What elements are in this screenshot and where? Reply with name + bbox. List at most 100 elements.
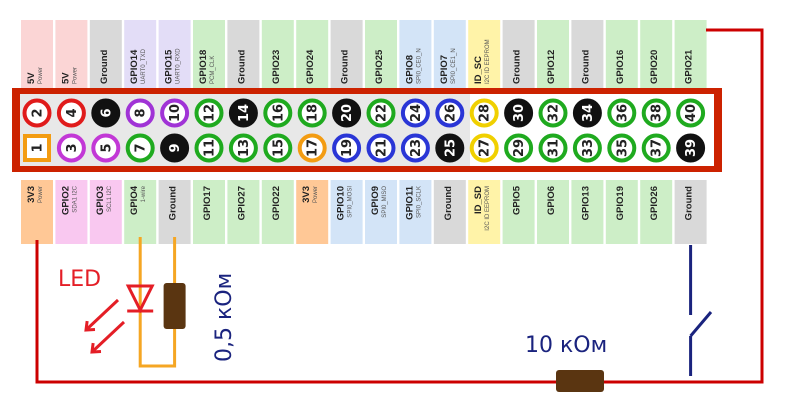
resistor-led-value: 0,5 кОм [212,273,237,362]
pin-label-40: GPIO21 [684,49,695,84]
resistor-pullup [556,370,604,392]
pin-number-10: 10 [168,104,183,122]
pin-label-26: GPIO7 [439,55,450,84]
pin-7 [125,133,155,163]
pin-label-11: GPIO17 [202,186,213,220]
pin-number-31: 31 [547,139,562,157]
pin-label-30: Ground [512,50,523,84]
pin-8 [125,98,155,128]
pin-label-35: GPIO19 [615,186,626,220]
pin-35 [607,133,637,163]
pin-34 [572,98,602,128]
pin-label-1: 3V3 [26,186,37,203]
pin-label-5: GPIO3 [95,186,106,215]
pin-number-34: 34 [581,104,596,122]
pin-sublabel-10: UART0_RXD [176,48,182,84]
switch-lever [689,311,713,337]
top-label-box-36 [605,20,638,90]
pin-number-2: 2 [31,108,46,117]
top-label-box-8 [124,20,157,90]
pin-number-38: 38 [650,104,665,122]
pin-number-5: 5 [99,143,114,152]
pin-9 [160,133,190,163]
bottom-label-box-37 [640,180,673,244]
pin-number-15: 15 [271,139,286,157]
pin-label-16: GPIO23 [271,50,282,84]
pin-sublabel-21: SPI0_MISO [382,186,388,218]
bottom-label-box-27 [468,180,501,244]
bottom-label-box-5 [89,180,122,244]
pin-29 [504,133,534,163]
pin-number-1: 1 [31,143,46,152]
pin-label-12: GPIO18 [198,50,209,84]
pin-number-26: 26 [443,104,458,122]
pin-sublabel-26: SPI0_CE1_N [451,48,457,84]
pin-sublabel-2: Power [38,67,44,84]
pin-label-22: GPIO25 [374,49,385,84]
pin-15 [263,133,293,163]
bottom-label-box-31 [537,180,569,244]
pin-number-21: 21 [375,139,390,157]
pin-label-38: GPIO20 [649,50,660,84]
pin-label-21: GPIO9 [370,186,381,215]
pin-24 [400,98,430,128]
bottom-label-box-1 [21,180,53,244]
light-arrow-1-head [84,320,96,332]
pin-label-25: Ground [443,186,454,220]
pin-38 [641,98,671,128]
top-label-box-38 [640,20,673,90]
pin-label-7: GPIO4 [129,185,140,215]
pin-10 [160,98,190,128]
pin-label-33: GPIO13 [580,186,591,220]
top-label-box-28 [468,20,501,90]
pin-sublabel-19: SPI0_MOSI [348,186,354,218]
pin-number-36: 36 [615,104,630,122]
pin-22 [366,98,396,128]
pin-1 [23,134,51,162]
pin-sublabel-24: SPI0_CE0_N [416,48,422,84]
pin-number-22: 22 [375,104,390,122]
bottom-label-box-25 [433,180,466,244]
pin-label-17: 3V3 [301,186,312,203]
pin-number-29: 29 [512,139,527,157]
pin-label-28: ID_SC [473,56,484,84]
bottom-label-box-17 [296,180,329,244]
pin-number-17: 17 [306,139,321,157]
pin-sublabel-8: UART0_TXD [141,48,147,84]
top-label-box-12 [193,20,225,90]
pin-number-20: 20 [340,104,355,122]
top-label-box-2 [21,20,53,90]
top-label-box-34 [571,20,604,90]
top-label-box-18 [296,20,329,90]
pin-sublabel-7: 1-wire [141,185,147,202]
annotations: LED 0,5 кОм 10 кОм [58,267,607,362]
pin-sublabel-28: I2C ID EEPROM [485,39,491,84]
pin-label-31: GPIO6 [546,186,557,215]
pin-2 [22,98,52,128]
pin-28 [469,98,499,128]
pin-33 [572,133,602,163]
bottom-label-box-13 [227,180,260,244]
pin-sublabel-12: PCM_CLK [210,56,216,84]
pin-25 [435,133,465,163]
pin-36 [607,98,637,128]
top-label-box-24 [399,20,432,90]
top-label-box-10 [158,20,191,90]
pin-27 [469,133,499,163]
pin-31 [538,133,568,163]
bottom-label-box-19 [330,180,363,244]
pin-number-28: 28 [478,104,493,122]
pin-21 [366,133,396,163]
pin-label-13: GPIO27 [236,186,247,220]
led-label: LED [58,267,101,292]
pin-number-3: 3 [65,143,80,152]
pin-39 [676,133,706,163]
pin-13 [228,133,258,163]
top-label-box-4 [55,20,88,90]
pin-label-20: Ground [340,50,351,84]
top-label-box-20 [330,20,363,90]
bottom-label-box-23 [399,180,432,244]
bottom-label-box-7 [124,180,157,244]
pin-label-8: GPIO14 [129,49,140,84]
